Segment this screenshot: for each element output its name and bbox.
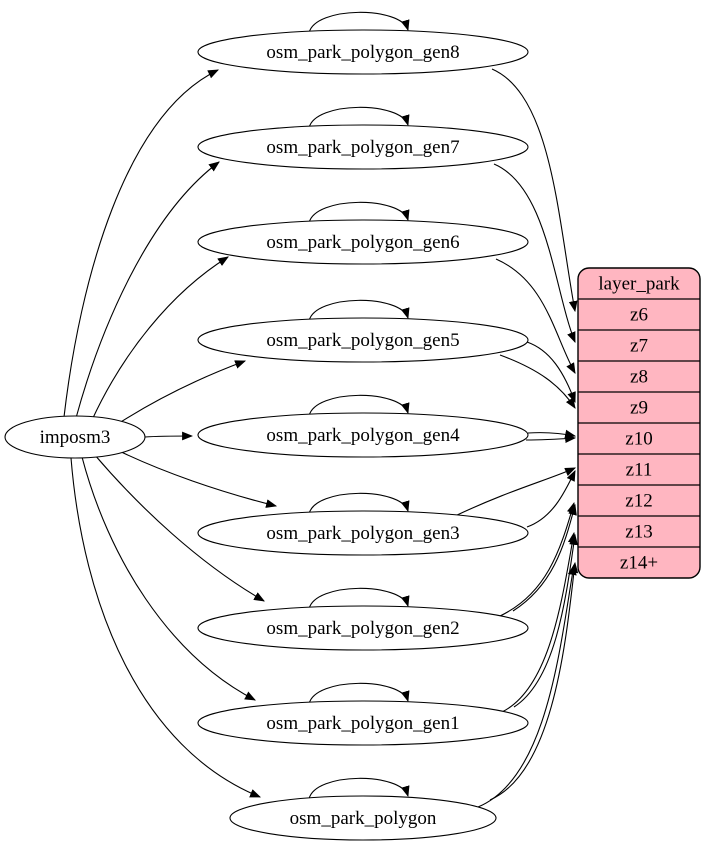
node-osm_park_polygon_gen8: osm_park_polygon_gen8 bbox=[197, 29, 529, 75]
edge-imposm3-to-osm_park_polygon_gen3 bbox=[114, 448, 278, 508]
self-loop-osm_park_polygon_gen5 bbox=[308, 299, 410, 322]
node-osm_park_polygon_gen6: osm_park_polygon_gen6 bbox=[197, 219, 529, 265]
layer-row-z11: z11 bbox=[626, 460, 653, 481]
edge-imposm3-to-osm_park_polygon_gen8 bbox=[63, 69, 219, 418]
node-label-osm_park_polygon: osm_park_polygon bbox=[290, 808, 437, 829]
edge-osm_park_polygon_gen8-to-z6 bbox=[491, 68, 578, 313]
self-loop-osm_park_polygon_gen7 bbox=[308, 106, 410, 129]
node-label-imposm3: imposm3 bbox=[40, 427, 111, 448]
layer-row-z7: z7 bbox=[630, 336, 648, 357]
edge-osm_park_polygon_gen5-to-z9 bbox=[526, 341, 576, 404]
edge-imposm3-to-osm_park_polygon bbox=[70, 457, 262, 798]
node-ellipse-osm_park_polygon_gen5 bbox=[197, 317, 529, 363]
layer-row-z6: z6 bbox=[630, 305, 648, 326]
edge-osm_park_polygon_gen3-to-z11 bbox=[454, 467, 577, 517]
node-osm_park_polygon_gen5: osm_park_polygon_gen5 bbox=[197, 317, 529, 363]
self-loop-osm_park_polygon_gen2 bbox=[308, 587, 410, 610]
edge-imposm3-to-osm_park_polygon_gen2 bbox=[93, 453, 265, 602]
layer-row-z14+: z14+ bbox=[620, 553, 658, 574]
edge-osm_park_polygon_gen6-to-z8 bbox=[495, 258, 576, 374]
edge-osm_park_polygon_gen7-to-z7 bbox=[493, 163, 576, 344]
node-osm_park_polygon: osm_park_polygon bbox=[229, 795, 497, 841]
edge-osm_park_polygon_gen1-to-z13-dup bbox=[513, 533, 578, 708]
layer-row-z9: z9 bbox=[630, 398, 648, 419]
node-label-osm_park_polygon_gen3: osm_park_polygon_gen3 bbox=[266, 523, 459, 544]
node-label-osm_park_polygon_gen7: osm_park_polygon_gen7 bbox=[266, 137, 459, 158]
edge-imposm3-to-osm_park_polygon_gen7 bbox=[75, 161, 220, 419]
self-loop-osm_park_polygon_gen8 bbox=[308, 11, 410, 34]
edge-osm_park_polygon_gen3-to-z11-dup bbox=[526, 470, 576, 528]
edge-imposm3-to-osm_park_polygon_gen6 bbox=[91, 256, 229, 421]
node-label-osm_park_polygon_gen5: osm_park_polygon_gen5 bbox=[266, 330, 459, 351]
node-label-osm_park_polygon_gen1: osm_park_polygon_gen1 bbox=[266, 713, 459, 734]
edge-imposm3-to-osm_park_polygon_gen4 bbox=[144, 431, 194, 441]
edge-osm_park_polygon_gen2-to-z12 bbox=[499, 501, 576, 617]
edge-osm_park_polygon_gen1-to-z13 bbox=[501, 531, 577, 713]
edge-osm_park_polygon_gen5-to-z9-dup bbox=[499, 354, 576, 409]
edge-osm_park_polygon_gen4-to-z10-dup bbox=[525, 434, 577, 444]
node-osm_park_polygon_gen1: osm_park_polygon_gen1 bbox=[197, 700, 529, 746]
node-osm_park_polygon_gen2: osm_park_polygon_gen2 bbox=[197, 605, 529, 651]
layer-row-z12: z12 bbox=[625, 491, 652, 512]
edge-osm_park_polygon_gen4-to-z10 bbox=[527, 429, 577, 439]
layer-row-z10: z10 bbox=[625, 429, 652, 450]
node-ellipse-osm_park_polygon_gen8 bbox=[197, 29, 529, 75]
node-osm_park_polygon_gen3: osm_park_polygon_gen3 bbox=[197, 510, 529, 556]
node-ellipse-osm_park_polygon_gen4 bbox=[197, 412, 529, 458]
edge-osm_park_polygon-to-z14+-dup bbox=[489, 561, 579, 801]
edge-osm_park_polygon_gen2-to-z12-dup bbox=[512, 503, 577, 612]
edge-osm_park_polygon-to-z14+ bbox=[477, 563, 577, 808]
self-loop-osm_park_polygon_gen3 bbox=[308, 492, 410, 515]
node-ellipse-osm_park_polygon_gen2 bbox=[197, 605, 529, 651]
node-label-osm_park_polygon_gen2: osm_park_polygon_gen2 bbox=[266, 618, 459, 639]
self-loop-osm_park_polygon_gen6 bbox=[308, 201, 410, 224]
node-label-osm_park_polygon_gen6: osm_park_polygon_gen6 bbox=[266, 232, 459, 253]
self-loop-osm_park_polygon_gen1 bbox=[308, 682, 410, 705]
node-ellipse-imposm3 bbox=[4, 415, 146, 459]
node-label-osm_park_polygon_gen8: osm_park_polygon_gen8 bbox=[266, 42, 459, 63]
node-ellipse-osm_park_polygon_gen7 bbox=[197, 124, 529, 170]
edge-imposm3-to-osm_park_polygon_gen1 bbox=[81, 456, 256, 701]
node-ellipse-osm_park_polygon_gen6 bbox=[197, 219, 529, 265]
self-loop-osm_park_polygon_gen4 bbox=[308, 394, 410, 417]
node-ellipse-osm_park_polygon_gen1 bbox=[197, 700, 529, 746]
node-ellipse-osm_park_polygon_gen3 bbox=[197, 510, 529, 556]
node-imposm3: imposm3 bbox=[4, 415, 146, 459]
edge-imposm3-to-osm_park_polygon_gen5 bbox=[115, 360, 247, 426]
node-osm_park_polygon_gen4: osm_park_polygon_gen4 bbox=[197, 412, 529, 458]
nodes-layer: imposm3 osm_park_polygon_gen8 osm_park_pol… bbox=[4, 29, 701, 841]
edges-layer bbox=[63, 11, 579, 808]
layer-row-z8: z8 bbox=[630, 367, 648, 388]
node-osm_park_polygon_gen7: osm_park_polygon_gen7 bbox=[197, 124, 529, 170]
node-label-osm_park_polygon_gen4: osm_park_polygon_gen4 bbox=[266, 425, 460, 446]
self-loop-osm_park_polygon bbox=[308, 777, 410, 800]
layer-node-layer_park: layer_park z6 z7 z8 z9 z10 z11 z12 z13 z14+ bbox=[577, 267, 701, 579]
node-ellipse-osm_park_polygon bbox=[229, 795, 497, 841]
layer-row-z13: z13 bbox=[625, 522, 652, 543]
layer-title: layer_park bbox=[598, 274, 680, 295]
